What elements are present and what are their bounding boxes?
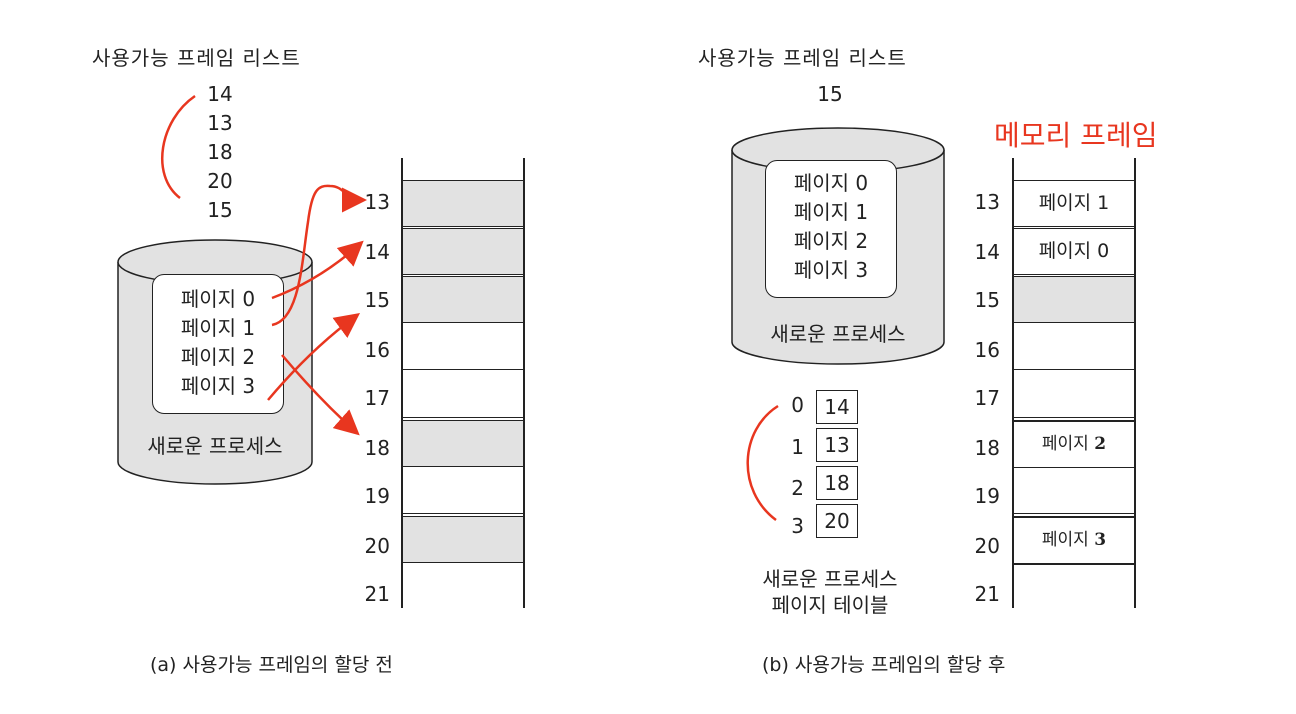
- arrow-page0-to-frame14: [271, 240, 364, 300]
- page-table-label: 새로운 프로세스 페이지 테이블: [730, 566, 930, 618]
- page-table-label-line2: 페이지 테이블: [771, 593, 889, 617]
- process-page-item: 페이지 1: [793, 200, 869, 224]
- memory-frame-16: [1014, 324, 1134, 370]
- memory-frame-13: 페이지 1: [1014, 180, 1134, 227]
- page-table-index: 0: [791, 393, 804, 417]
- memory-frame-20: [403, 516, 523, 563]
- frame-content: 페이지 0: [1038, 240, 1110, 262]
- process-page-item: 페이지 3: [180, 374, 256, 398]
- memory-frame-15: [403, 276, 523, 323]
- memory-frame-17: [1014, 372, 1134, 418]
- frame-number: 17: [364, 386, 390, 410]
- frame-number: 18: [364, 436, 390, 460]
- page-table-label-line1: 새로운 프로세스: [762, 567, 898, 591]
- memory-frame-18: [403, 420, 523, 467]
- frame-number: 20: [974, 534, 1000, 558]
- page-table-curve: [746, 404, 779, 521]
- page-table-entry: 20: [816, 504, 858, 538]
- memory-frames-column: [401, 158, 525, 608]
- free-frame-item: 15: [207, 198, 233, 222]
- frame-number: 18: [974, 436, 1000, 460]
- arrow-page3-to-frame15: [267, 313, 361, 401]
- process-pages-box: 페이지 0 페이지 1 페이지 2 페이지 3: [765, 160, 897, 298]
- arrow-page1-to-frame13: [271, 184, 367, 327]
- free-frame-item: 14: [207, 82, 233, 106]
- frame-number: 17: [974, 386, 1000, 410]
- page-table-entry: 18: [816, 466, 858, 500]
- frame-number: 21: [974, 582, 1000, 606]
- frame-number: 21: [364, 582, 390, 606]
- free-frame-item: 13: [207, 111, 233, 135]
- frame-number: 19: [974, 484, 1000, 508]
- frame-content: 페이지 2: [1041, 434, 1107, 454]
- process-page-item: 페이지 1: [180, 316, 256, 340]
- page-table-entries: 14 13 18 20: [816, 390, 858, 538]
- page-table-index: 3: [791, 514, 804, 538]
- right-caption: (b) 사용가능 프레임의 할당 후: [762, 654, 1006, 676]
- frame-number: 19: [364, 484, 390, 508]
- page-table-index: 2: [791, 476, 804, 500]
- process-pages-box: 페이지 0 페이지 1 페이지 2 페이지 3: [152, 274, 284, 414]
- left-caption: (a) 사용가능 프레임의 할당 전: [150, 654, 393, 676]
- arrow-page2-to-frame18: [281, 354, 360, 436]
- frame-number: 16: [974, 338, 1000, 362]
- frame-content: 페이지 3: [1041, 530, 1107, 550]
- frame-content: 페이지 1: [1038, 192, 1110, 214]
- allocation-arrows: [161, 94, 367, 436]
- memory-frame-18: 페이지 2: [1014, 420, 1134, 469]
- free-frame-list: 14 13 18 20 15: [195, 80, 245, 225]
- process-page-item: 페이지 3: [793, 258, 869, 282]
- frame-number: 13: [364, 190, 390, 214]
- memory-frame-14: [403, 228, 523, 275]
- frame-number: 13: [974, 190, 1000, 214]
- process-page-item: 페이지 0: [793, 171, 869, 195]
- free-frame-item: 20: [207, 169, 233, 193]
- free-list-order-curve: [161, 94, 196, 199]
- process-page-item: 페이지 2: [180, 345, 256, 369]
- page-table-index: 1: [791, 435, 804, 459]
- free-frame-list-title: 사용가능 프레임 리스트: [92, 46, 301, 70]
- frame-number: 15: [974, 288, 1000, 312]
- free-frame-list-title: 사용가능 프레임 리스트: [698, 46, 907, 70]
- frame-number: 14: [364, 240, 390, 264]
- process-label: 새로운 프로세스: [147, 434, 283, 458]
- memory-frames-heading: 메모리 프레임: [994, 119, 1158, 152]
- memory-frame-19: [403, 468, 523, 514]
- memory-frame-16: [403, 324, 523, 370]
- memory-frame-17: [403, 372, 523, 418]
- memory-frame-14: 페이지 0: [1014, 228, 1134, 275]
- page-table-entry: 13: [816, 428, 858, 462]
- free-frame-item: 18: [207, 140, 233, 164]
- memory-frame-13: [403, 180, 523, 227]
- page-table-entry: 14: [816, 390, 858, 424]
- free-frame-item: 15: [817, 82, 843, 106]
- frame-number: 16: [364, 338, 390, 362]
- frame-number: 14: [974, 240, 1000, 264]
- frame-number: 20: [364, 534, 390, 558]
- memory-frame-19: [1014, 468, 1134, 514]
- frame-number: 15: [364, 288, 390, 312]
- memory-frame-20: 페이지 3: [1014, 516, 1134, 565]
- memory-frames-column: 페이지 1 페이지 0 페이지 2 페이지 3: [1012, 158, 1136, 608]
- process-page-item: 페이지 2: [793, 229, 869, 253]
- process-label: 새로운 프로세스: [770, 322, 906, 346]
- memory-frame-15: [1014, 276, 1134, 323]
- process-page-item: 페이지 0: [180, 287, 256, 311]
